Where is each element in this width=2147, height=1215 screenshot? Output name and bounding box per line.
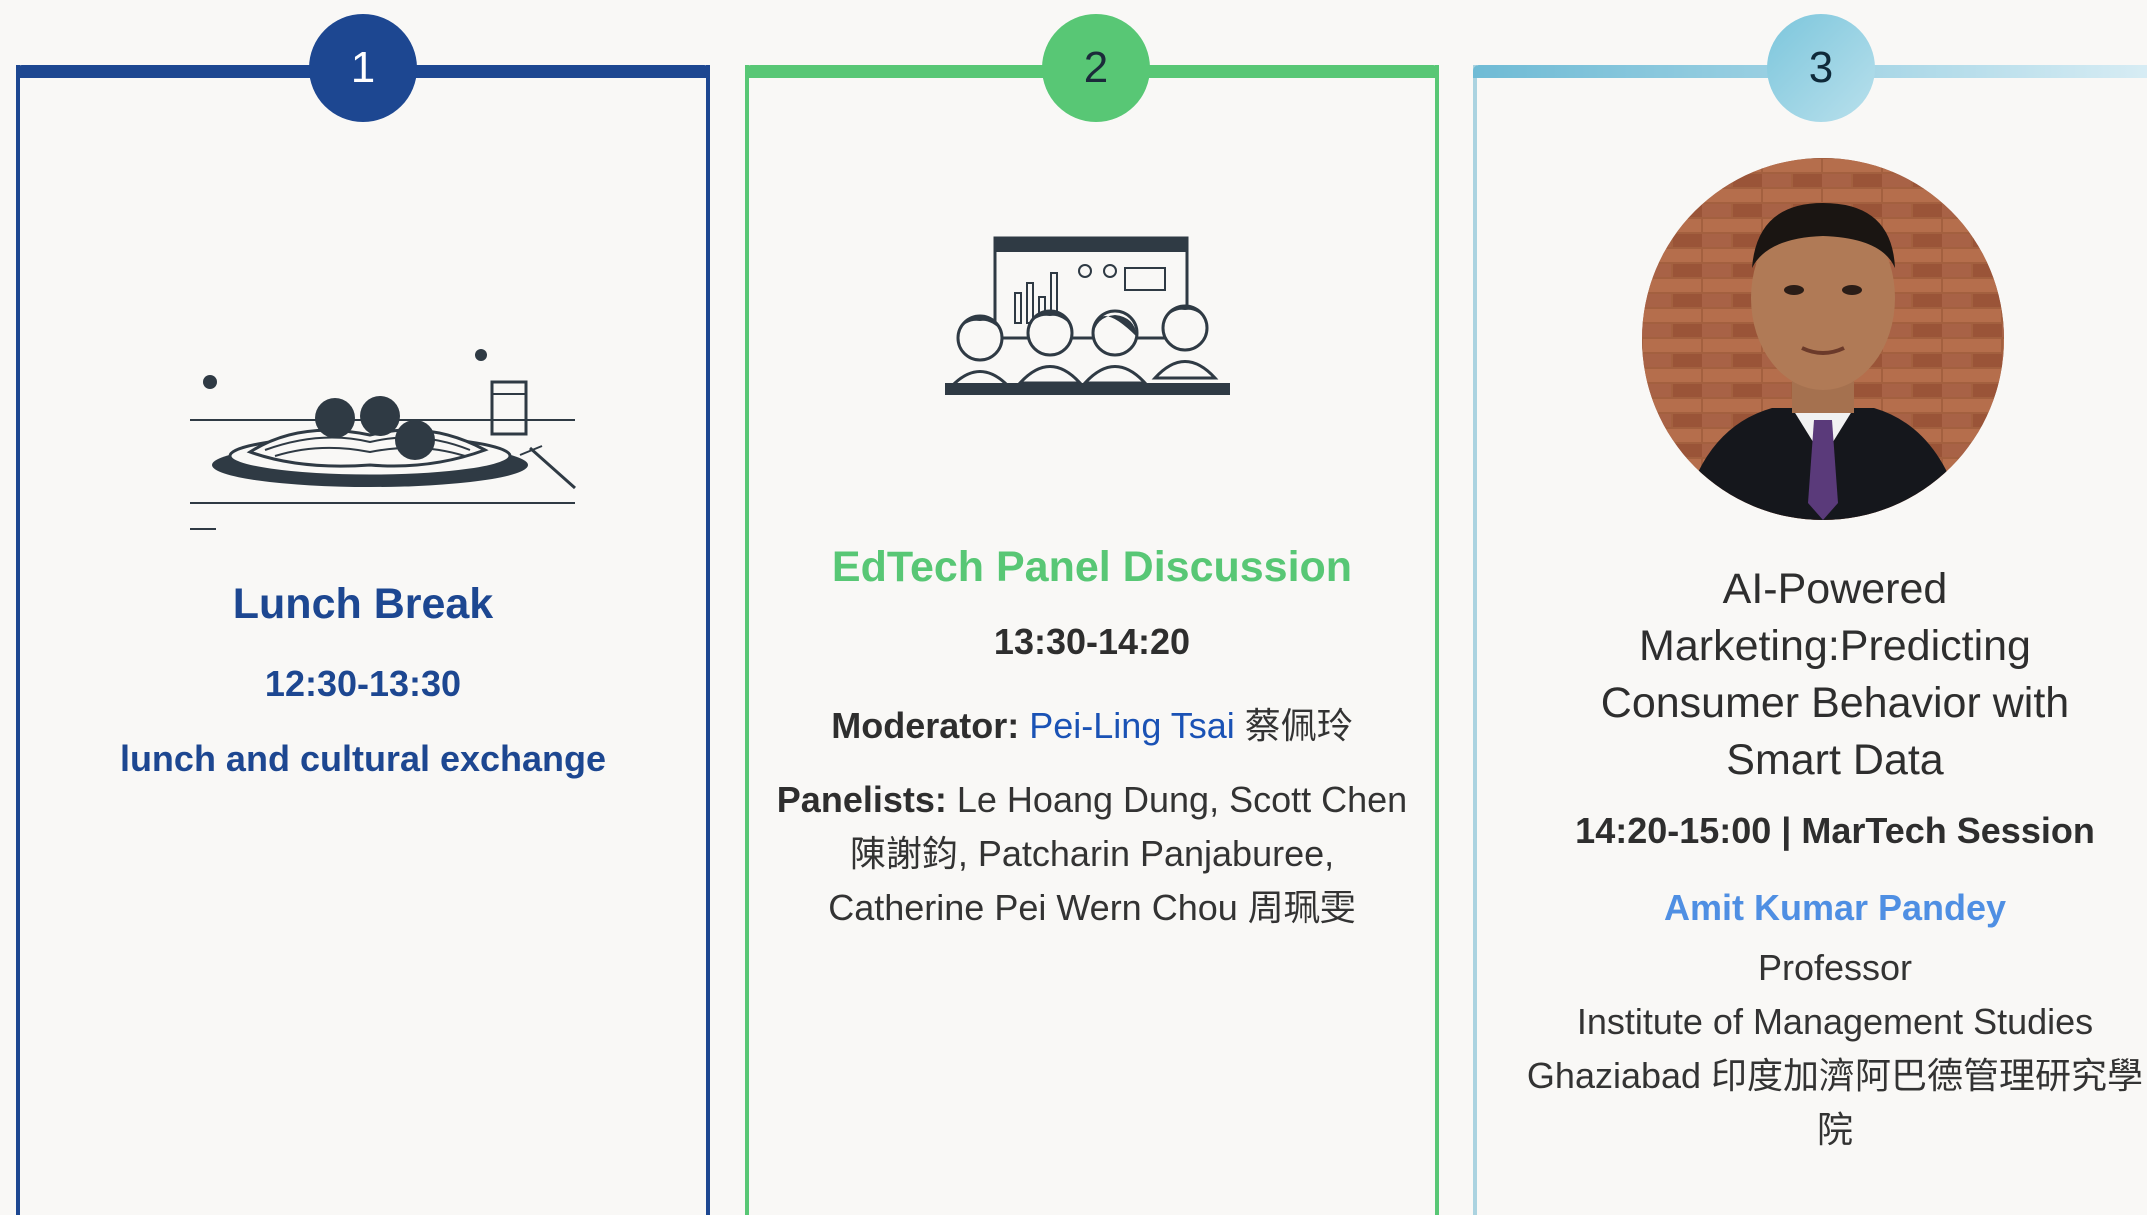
speaker-org-line: 院 xyxy=(1816,1109,1853,1150)
step-number-badge: 3 xyxy=(1767,14,1875,122)
speaker-org-line: Ghaziabad 印度加濟阿巴德管理研究學 xyxy=(1526,1055,2144,1096)
session-time: 12:30-13:30 xyxy=(264,663,462,704)
session-title: EdTech Panel Discussion xyxy=(831,543,1353,591)
lunch-plate-icon xyxy=(190,349,576,530)
agenda-card-martech: 3 AI-Powered Marketing:Pred xyxy=(1473,14,2147,1215)
session-title: AI-Powered Marketing:Predicting Consumer… xyxy=(1477,561,2147,789)
agenda-card-panel: 2 EdTech Panel Discussion xyxy=(745,14,1439,1215)
session-description: lunch and cultural exchange xyxy=(119,738,607,779)
speaker-details: Professor Institute of Management Studie… xyxy=(1477,941,2147,1157)
session-title-line: AI-Powered xyxy=(1722,565,1948,613)
panelists-line: 陳謝鈞, Patcharin Panjaburee, xyxy=(849,833,1335,874)
moderator-name: Pei-Ling Tsai xyxy=(1029,705,1235,746)
speaker-role: Professor xyxy=(1757,947,1913,988)
panelists-line: Catherine Pei Wern Chou 周珮雯 xyxy=(828,887,1356,928)
step-number-badge: 2 xyxy=(1042,14,1150,122)
moderator-label: Moderator: xyxy=(831,705,1020,746)
speaker-org-line: Institute of Management Studies xyxy=(1576,1001,2094,1042)
session-title-line: Marketing:Predicting xyxy=(1639,622,2031,670)
session-time: 14:20-15:00 | MarTech Session xyxy=(1575,810,2095,851)
session-title-line: Smart Data xyxy=(1726,736,1944,784)
session-title: Lunch Break xyxy=(232,580,494,628)
panelists-line: Le Hoang Dung, Scott Chen xyxy=(946,779,1408,820)
session-time: 13:30-14:20 xyxy=(993,621,1191,662)
panel-discussion-icon xyxy=(945,236,1230,395)
agenda-card-lunch: 1 Lunch Break 12:30-13:30 lunch and cult… xyxy=(16,14,710,1215)
panelists-label: Panelists: xyxy=(776,779,947,820)
speaker-photo xyxy=(1642,158,2004,520)
speaker-name: Amit Kumar Pandey xyxy=(1663,887,2007,928)
session-title-line: Consumer Behavior with xyxy=(1600,679,2070,727)
moderator-name-zh: 蔡佩玲 xyxy=(1234,705,1353,746)
panelists-block: Panelists: Le Hoang Dung, Scott Chen 陳謝鈞… xyxy=(759,773,1425,935)
moderator-line: Moderator: Pei-Ling Tsai 蔡佩玲 xyxy=(749,697,1435,749)
step-number-badge: 1 xyxy=(309,14,417,122)
